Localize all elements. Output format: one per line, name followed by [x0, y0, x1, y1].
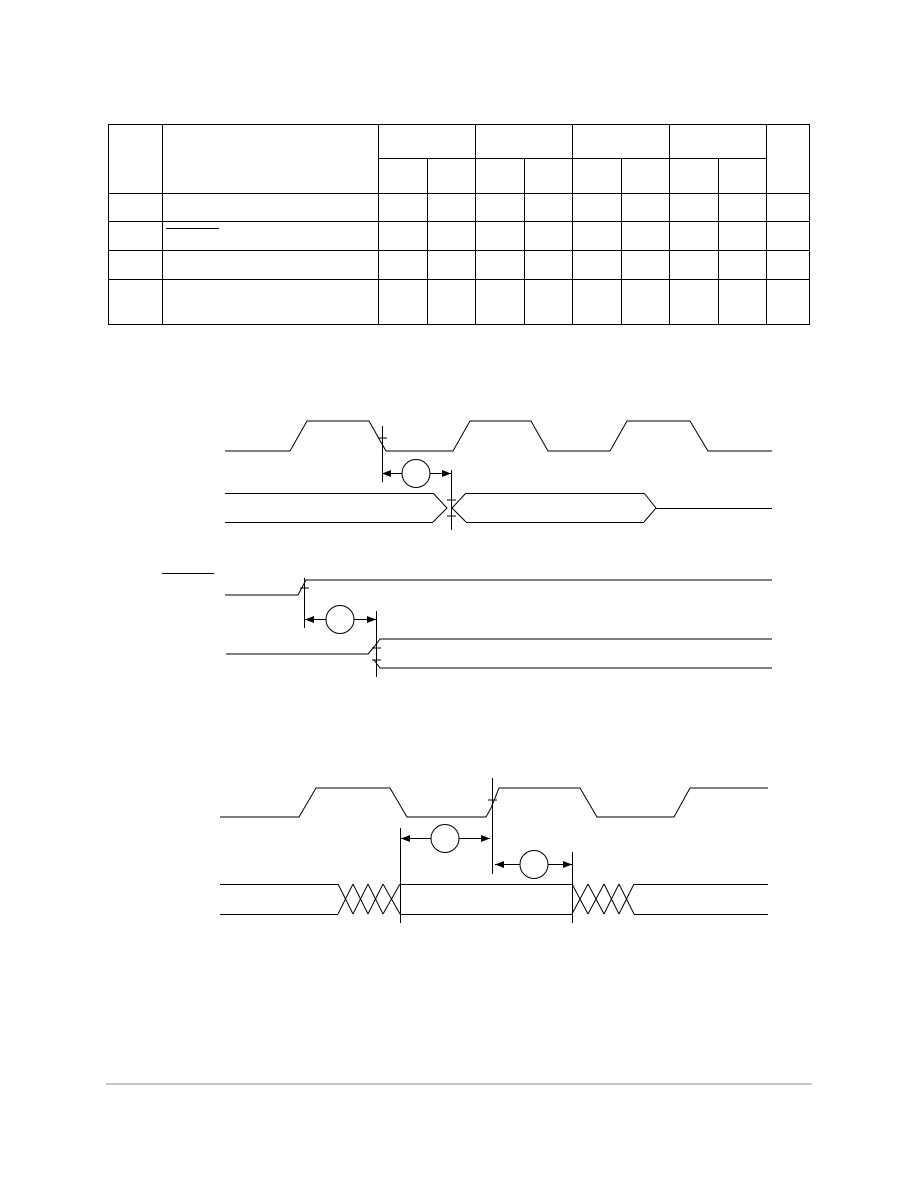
timing-parameter-table	[108, 124, 810, 325]
timing-marker-circle	[430, 824, 460, 853]
table-frame	[108, 124, 810, 325]
control-waveform	[225, 579, 772, 596]
clock-waveform	[220, 787, 768, 818]
clock-waveform	[225, 420, 772, 452]
timing-marker-circle	[401, 459, 431, 488]
timing-marker-circle	[519, 850, 549, 879]
footer-rule	[106, 1083, 812, 1085]
timing-marker-circle	[325, 605, 355, 634]
